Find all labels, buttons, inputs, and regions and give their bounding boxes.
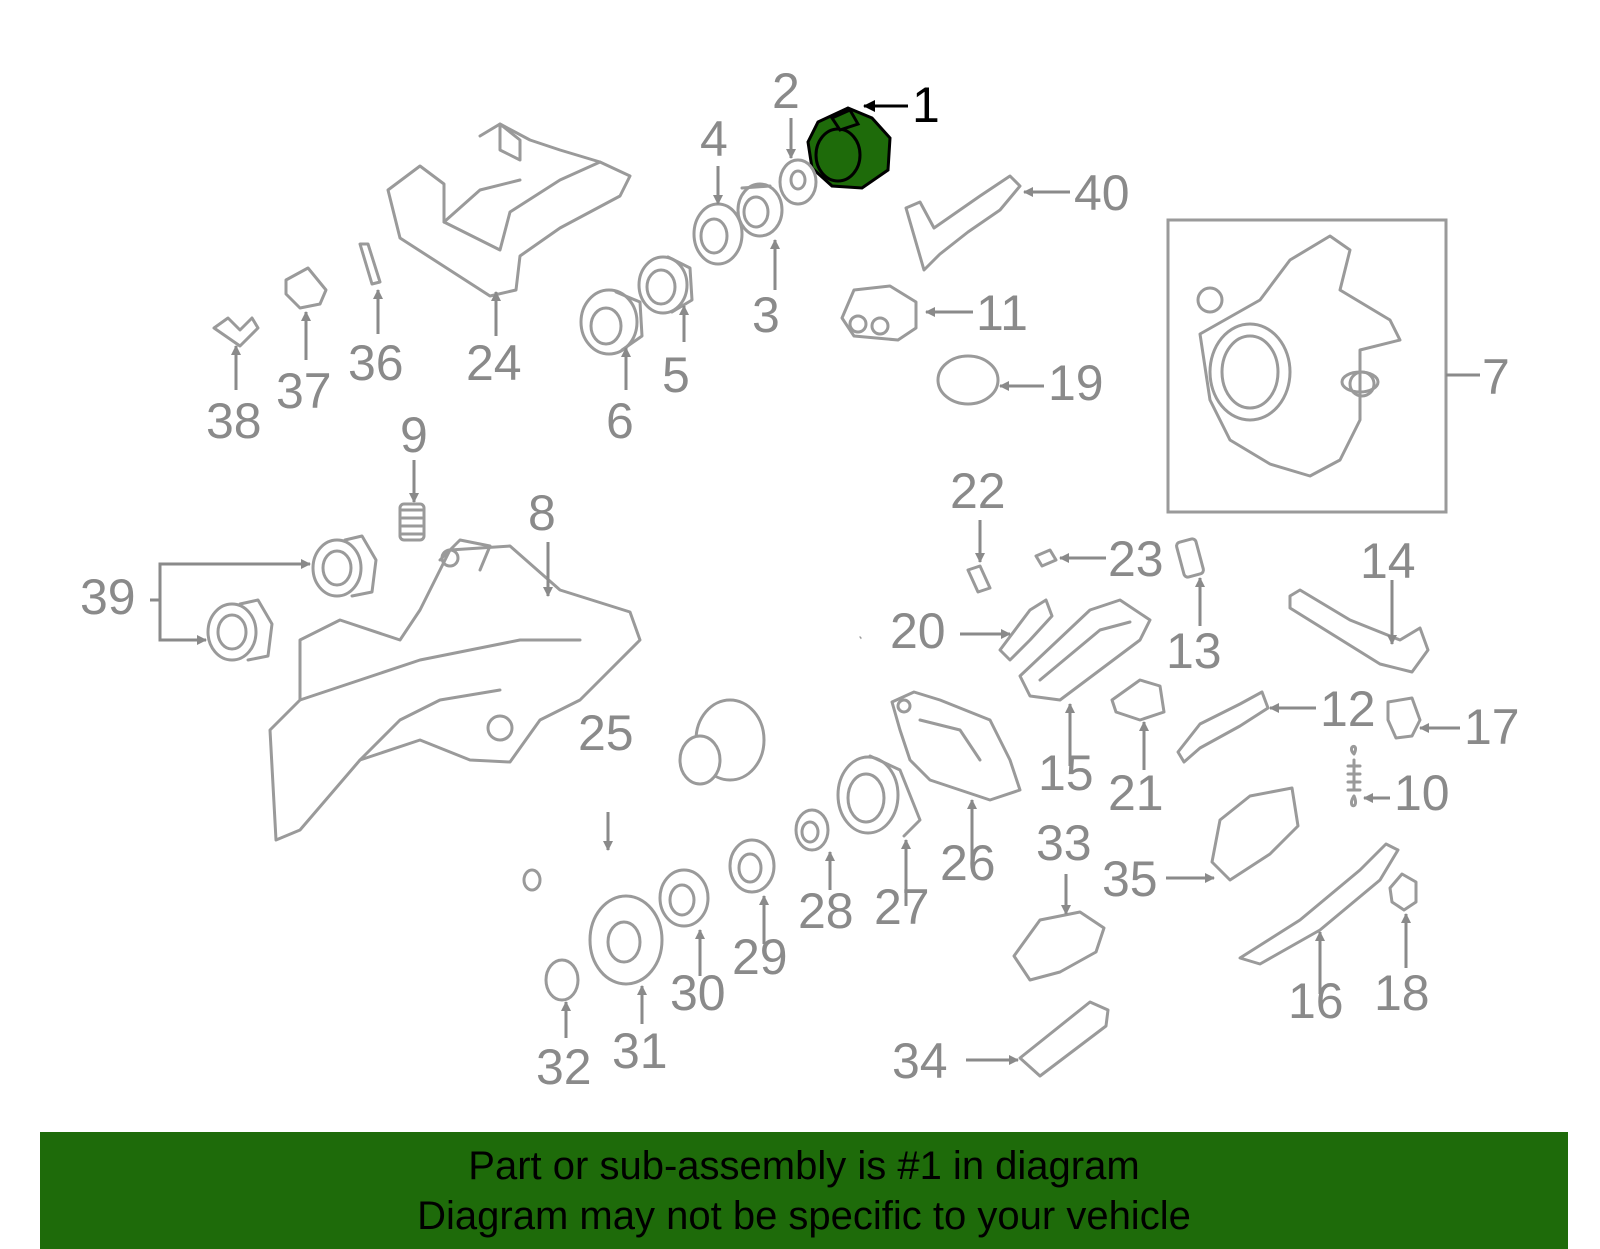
part-27-housing (836, 754, 922, 838)
callout-10: 10 (1394, 765, 1450, 821)
callout-26: 26 (940, 835, 996, 891)
part-26-bracket (890, 690, 1022, 802)
part-4-bearing (692, 202, 744, 266)
callout-13: 13 (1166, 623, 1222, 679)
callout-18: 18 (1374, 965, 1430, 1021)
callout-6: 6 (606, 393, 634, 449)
callout-35: 35 (1102, 851, 1158, 907)
part-3-bearing (736, 182, 784, 238)
callout-9: 9 (400, 407, 428, 463)
part-23-pin (1034, 548, 1058, 568)
callout-25: 25 (578, 705, 634, 761)
part-39-bushings (206, 534, 378, 662)
callout-29: 29 (732, 929, 788, 985)
part-5-bushing (637, 255, 694, 315)
callout-2: 2 (772, 63, 800, 119)
part-30-ring (658, 868, 710, 928)
part-11-switch (840, 284, 918, 342)
callout-5: 5 (662, 347, 690, 403)
part-25-shaft (522, 634, 863, 892)
callout-40: 40 (1074, 165, 1130, 221)
callout-19: 19 (1048, 355, 1104, 411)
callout-17: 17 (1464, 699, 1520, 755)
part-38-clip (212, 316, 260, 348)
part-20-latch (998, 598, 1054, 662)
callout-36: 36 (348, 335, 404, 391)
part-35-housing (1210, 786, 1300, 882)
part-17-clip (1386, 696, 1422, 740)
callout-15: 15 (1038, 745, 1094, 801)
part-33-bracket (1012, 910, 1106, 982)
part-10-spring (1346, 745, 1362, 808)
part-34-rod (1018, 1000, 1110, 1078)
part-29-bushing (728, 838, 776, 894)
banner-line-2: Diagram may not be specific to your vehi… (417, 1194, 1191, 1238)
part-14-lever (1288, 588, 1430, 674)
callout-22: 22 (950, 463, 1006, 519)
part-18-knob (1388, 872, 1418, 912)
part-9-spring (398, 502, 426, 542)
part-1-highlighted[interactable] (806, 106, 892, 190)
part-28-bushing (794, 808, 830, 852)
part-36-pin (358, 242, 382, 286)
part-12-lever (1176, 690, 1270, 764)
callout-39: 39 (80, 569, 136, 625)
callout-33: 33 (1036, 815, 1092, 871)
callout-37: 37 (276, 363, 332, 419)
callout-21: 21 (1108, 765, 1164, 821)
callout-28: 28 (798, 883, 854, 939)
callout-16: 16 (1288, 973, 1344, 1029)
part-16-lever (1238, 842, 1400, 966)
callout-7: 7 (1482, 349, 1510, 405)
callout-30: 30 (670, 965, 726, 1021)
callout-34: 34 (892, 1033, 948, 1089)
part-15-carrier (1018, 598, 1152, 702)
callout-8: 8 (528, 485, 556, 541)
part-21-block (1110, 678, 1166, 722)
leader-lines (150, 100, 1480, 1065)
part-37-clip (284, 266, 328, 310)
callout-1: 1 (912, 77, 940, 133)
callout-4: 4 (700, 111, 728, 167)
part-19-cap (936, 354, 1000, 406)
part-40-lever (904, 174, 1022, 272)
part-24-bracket (386, 122, 632, 298)
callout-32: 32 (536, 1039, 592, 1095)
part-7-housing (1166, 218, 1448, 514)
part-8-column (268, 538, 642, 842)
callout-38: 38 (206, 393, 262, 449)
callout-14: 14 (1360, 533, 1416, 589)
part-2-washer (778, 158, 818, 206)
part-31-gear (588, 894, 664, 986)
part-22-pin (966, 564, 992, 594)
callout-labels: 1 2 3 4 5 6 7 8 9 10 11 12 13 14 15 16 1… (80, 63, 1520, 1095)
part-32-cap (544, 958, 580, 1002)
banner-line-1: Part or sub-assembly is #1 in diagram (468, 1144, 1140, 1188)
callout-24: 24 (466, 335, 522, 391)
callout-31: 31 (612, 1023, 668, 1079)
callout-11: 11 (976, 285, 1028, 341)
callout-3: 3 (752, 287, 780, 343)
info-banner: Part or sub-assembly is #1 in diagram Di… (40, 1132, 1568, 1249)
part-13-spring (1175, 537, 1205, 579)
callout-27: 27 (874, 879, 930, 935)
callout-23: 23 (1108, 531, 1164, 587)
callout-20: 20 (890, 603, 946, 659)
part-6-bushing (579, 288, 644, 356)
callout-12: 12 (1320, 681, 1376, 737)
